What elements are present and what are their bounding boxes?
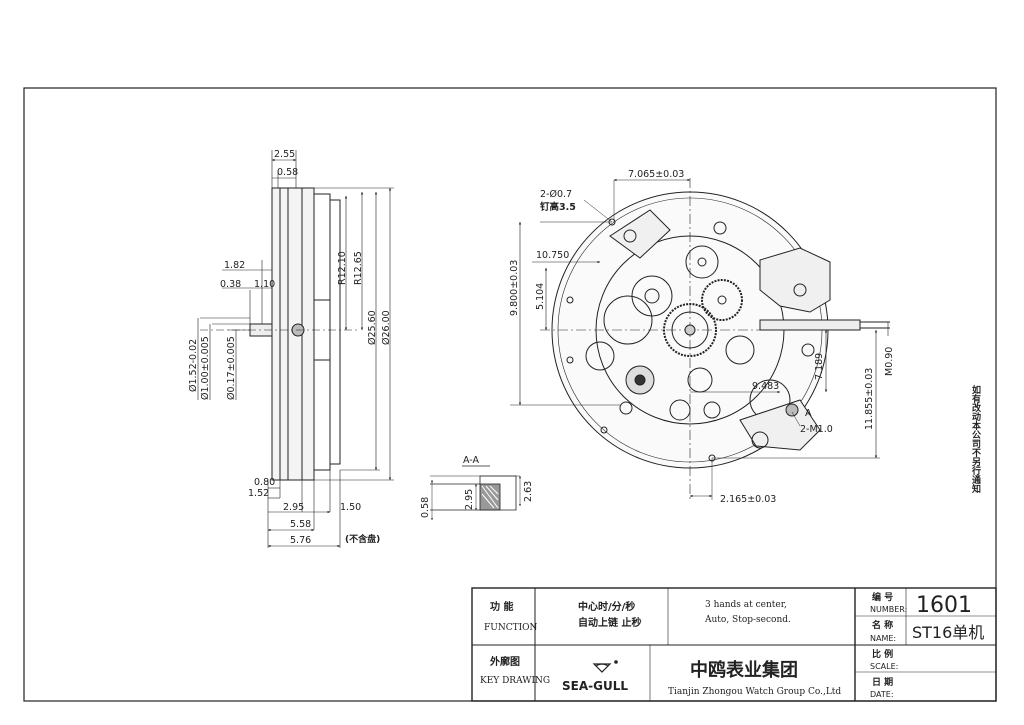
dim-side-stem-2: Ø1.00±0.005 bbox=[200, 336, 211, 400]
dim-side-r1: R12.10 bbox=[337, 251, 348, 285]
section-marker: A bbox=[805, 408, 812, 419]
company-name-en: Tianjin Zhongou Watch Group Co.,Ltd bbox=[668, 687, 841, 697]
dim-move-11: 2.165±0.03 bbox=[720, 494, 776, 505]
function-label-en: FUNCTION bbox=[484, 623, 538, 633]
dim-move-1: 7.065±0.03 bbox=[628, 169, 684, 180]
side-view bbox=[197, 150, 394, 548]
dim-section-3: 2.63 bbox=[523, 481, 534, 502]
key-drawing-label-en: KEY DRAWING bbox=[480, 676, 550, 686]
section-aa-view bbox=[430, 465, 521, 521]
dim-move-6: 5.104 bbox=[535, 283, 546, 310]
dim-move-5: 9.800±0.03 bbox=[509, 260, 520, 316]
dim-side-bottom-1: 0.80 bbox=[254, 477, 275, 488]
side-view-note: (不含盘) bbox=[345, 533, 380, 545]
dim-side-top-1: 2.55 bbox=[274, 149, 295, 160]
function-cn-line2: 自动上链 止秒 bbox=[578, 616, 641, 629]
scale-label-en: SCALE: bbox=[870, 662, 898, 671]
function-en-line1: 3 hands at center, bbox=[705, 600, 787, 610]
dim-side-bottom-2: 1.52 bbox=[248, 488, 269, 499]
brand-name: SEA-GULL bbox=[562, 679, 628, 693]
number-label-cn: 编 号 bbox=[872, 591, 893, 603]
dim-move-4: 10.750 bbox=[536, 250, 569, 261]
dim-side-bottom-5: 5.58 bbox=[290, 519, 311, 530]
dim-side-stem-3: Ø0.17±0.005 bbox=[226, 336, 237, 400]
seagull-logo-icon bbox=[592, 660, 618, 673]
name-label-en: NAME: bbox=[870, 634, 896, 643]
date-label-en: DATE: bbox=[870, 690, 894, 699]
dim-side-d2: Ø26.00 bbox=[381, 310, 392, 345]
dim-move-8: 7.189 bbox=[814, 353, 825, 380]
movement-front-view bbox=[510, 178, 890, 500]
function-label-cn: 功 能 bbox=[490, 600, 513, 613]
dim-side-r2: R12.65 bbox=[353, 251, 364, 285]
company-name-cn: 中鸥表业集团 bbox=[690, 659, 798, 681]
dim-move-12: 2-M1.0 bbox=[800, 424, 833, 435]
dim-move-7: 9.483 bbox=[752, 381, 779, 392]
key-drawing-label-cn: 外廓图 bbox=[489, 655, 520, 668]
section-aa-title: A-A bbox=[463, 455, 480, 466]
number-label-en: NUMBER: bbox=[870, 605, 907, 614]
dim-side-left-1: 1.82 bbox=[224, 260, 245, 271]
number-value: 1601 bbox=[916, 593, 972, 618]
function-en-line2: Auto, Stop-second. bbox=[704, 615, 791, 625]
dim-move-3: 钉高3.5 bbox=[540, 201, 576, 213]
title-block bbox=[471, 587, 997, 702]
dim-move-2: 2-Ø0.7 bbox=[540, 189, 572, 200]
dim-move-9: M0.90 bbox=[884, 347, 895, 376]
dim-side-bottom-6: 5.76 bbox=[290, 535, 311, 546]
dim-side-bottom-4: 1.50 bbox=[340, 502, 361, 513]
name-label-cn: 名 称 bbox=[872, 619, 893, 631]
function-cn-line1: 中心时/分/秒 bbox=[578, 600, 635, 613]
date-label-cn: 日 期 bbox=[872, 676, 893, 688]
dim-side-bottom-3: 2.95 bbox=[283, 502, 304, 513]
dim-section-1: 0.58 bbox=[420, 497, 431, 518]
scale-label-cn: 比 例 bbox=[872, 648, 893, 660]
name-value: ST16单机 bbox=[912, 623, 984, 642]
dim-side-stem-1: Ø1.52-0.02 bbox=[188, 339, 199, 392]
dim-side-top-2: 0.58 bbox=[277, 167, 298, 178]
dim-section-2: 2.95 bbox=[464, 489, 475, 510]
dim-side-left-3: 1.10 bbox=[254, 279, 275, 290]
revision-note: 如有改动本公司不另行通知 bbox=[970, 384, 982, 494]
dim-side-d1: Ø25.60 bbox=[367, 310, 378, 345]
dim-side-left-2: 0.38 bbox=[220, 279, 241, 290]
dim-move-10: 11.855±0.03 bbox=[864, 368, 875, 430]
